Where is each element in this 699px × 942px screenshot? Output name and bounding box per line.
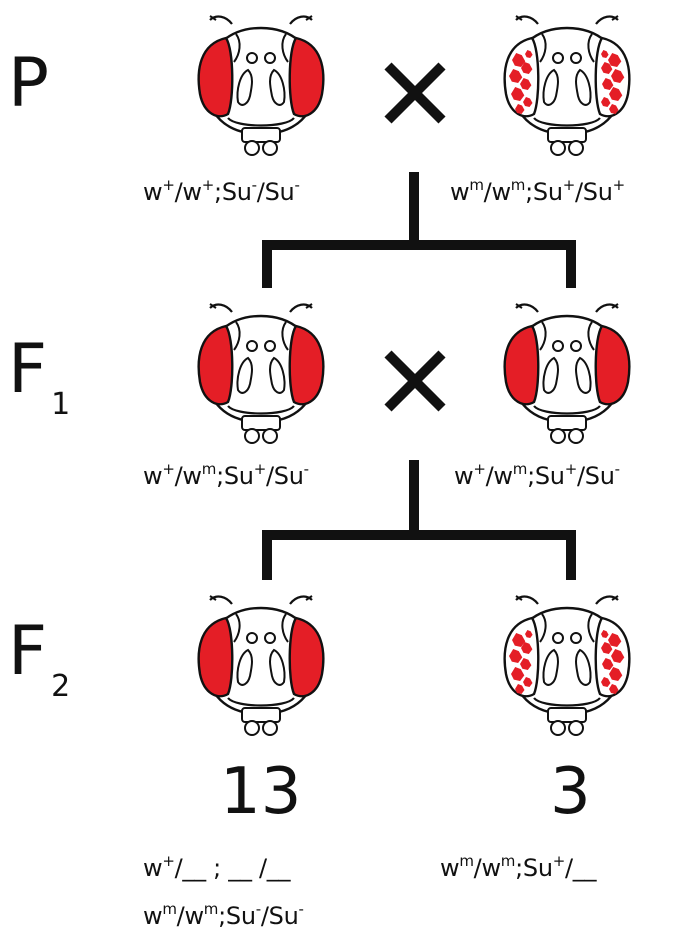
p-left-genotype: w+/w+;Su-/Su- (143, 176, 300, 206)
f1-to-f2-right-drop-line (566, 530, 576, 580)
f1-to-f2-left-drop-line (262, 530, 272, 580)
f2-left-genotype-2: wm/wm;Su-/Su- (143, 900, 304, 930)
f1-cross-symbol (384, 350, 446, 412)
f1-to-f2-stem-line (409, 460, 419, 538)
p-right-genotype: wm/wm;Su+/Su+ (450, 176, 625, 206)
p-to-f1-left-drop-line (262, 240, 272, 288)
f2-right-fly-head (503, 595, 631, 736)
f1-right-genotype: w+/wm;Su+/Su- (454, 460, 620, 490)
f2-right-count: 3 (550, 755, 591, 829)
p-left-fly-head (197, 15, 325, 156)
f2-right-genotype: wm/wm;Su+/__ (440, 852, 597, 882)
f1-left-fly-head (197, 303, 325, 444)
p-right-fly-head (503, 15, 631, 156)
generation-label-p: P (8, 44, 50, 123)
f1-right-fly-head (503, 303, 631, 444)
p-to-f1-bracket-line (262, 240, 576, 250)
f2-left-fly-head (197, 595, 325, 736)
f2-left-count: 13 (220, 755, 302, 829)
f2-left-genotype-1: w+/__ ; __ /__ (143, 852, 291, 882)
p-to-f1-stem-line (409, 172, 419, 250)
p-cross-symbol (384, 62, 446, 124)
f1-left-genotype: w+/wm;Su+/Su- (143, 460, 309, 490)
f1-to-f2-bracket-line (262, 530, 576, 540)
p-to-f1-right-drop-line (566, 240, 576, 288)
